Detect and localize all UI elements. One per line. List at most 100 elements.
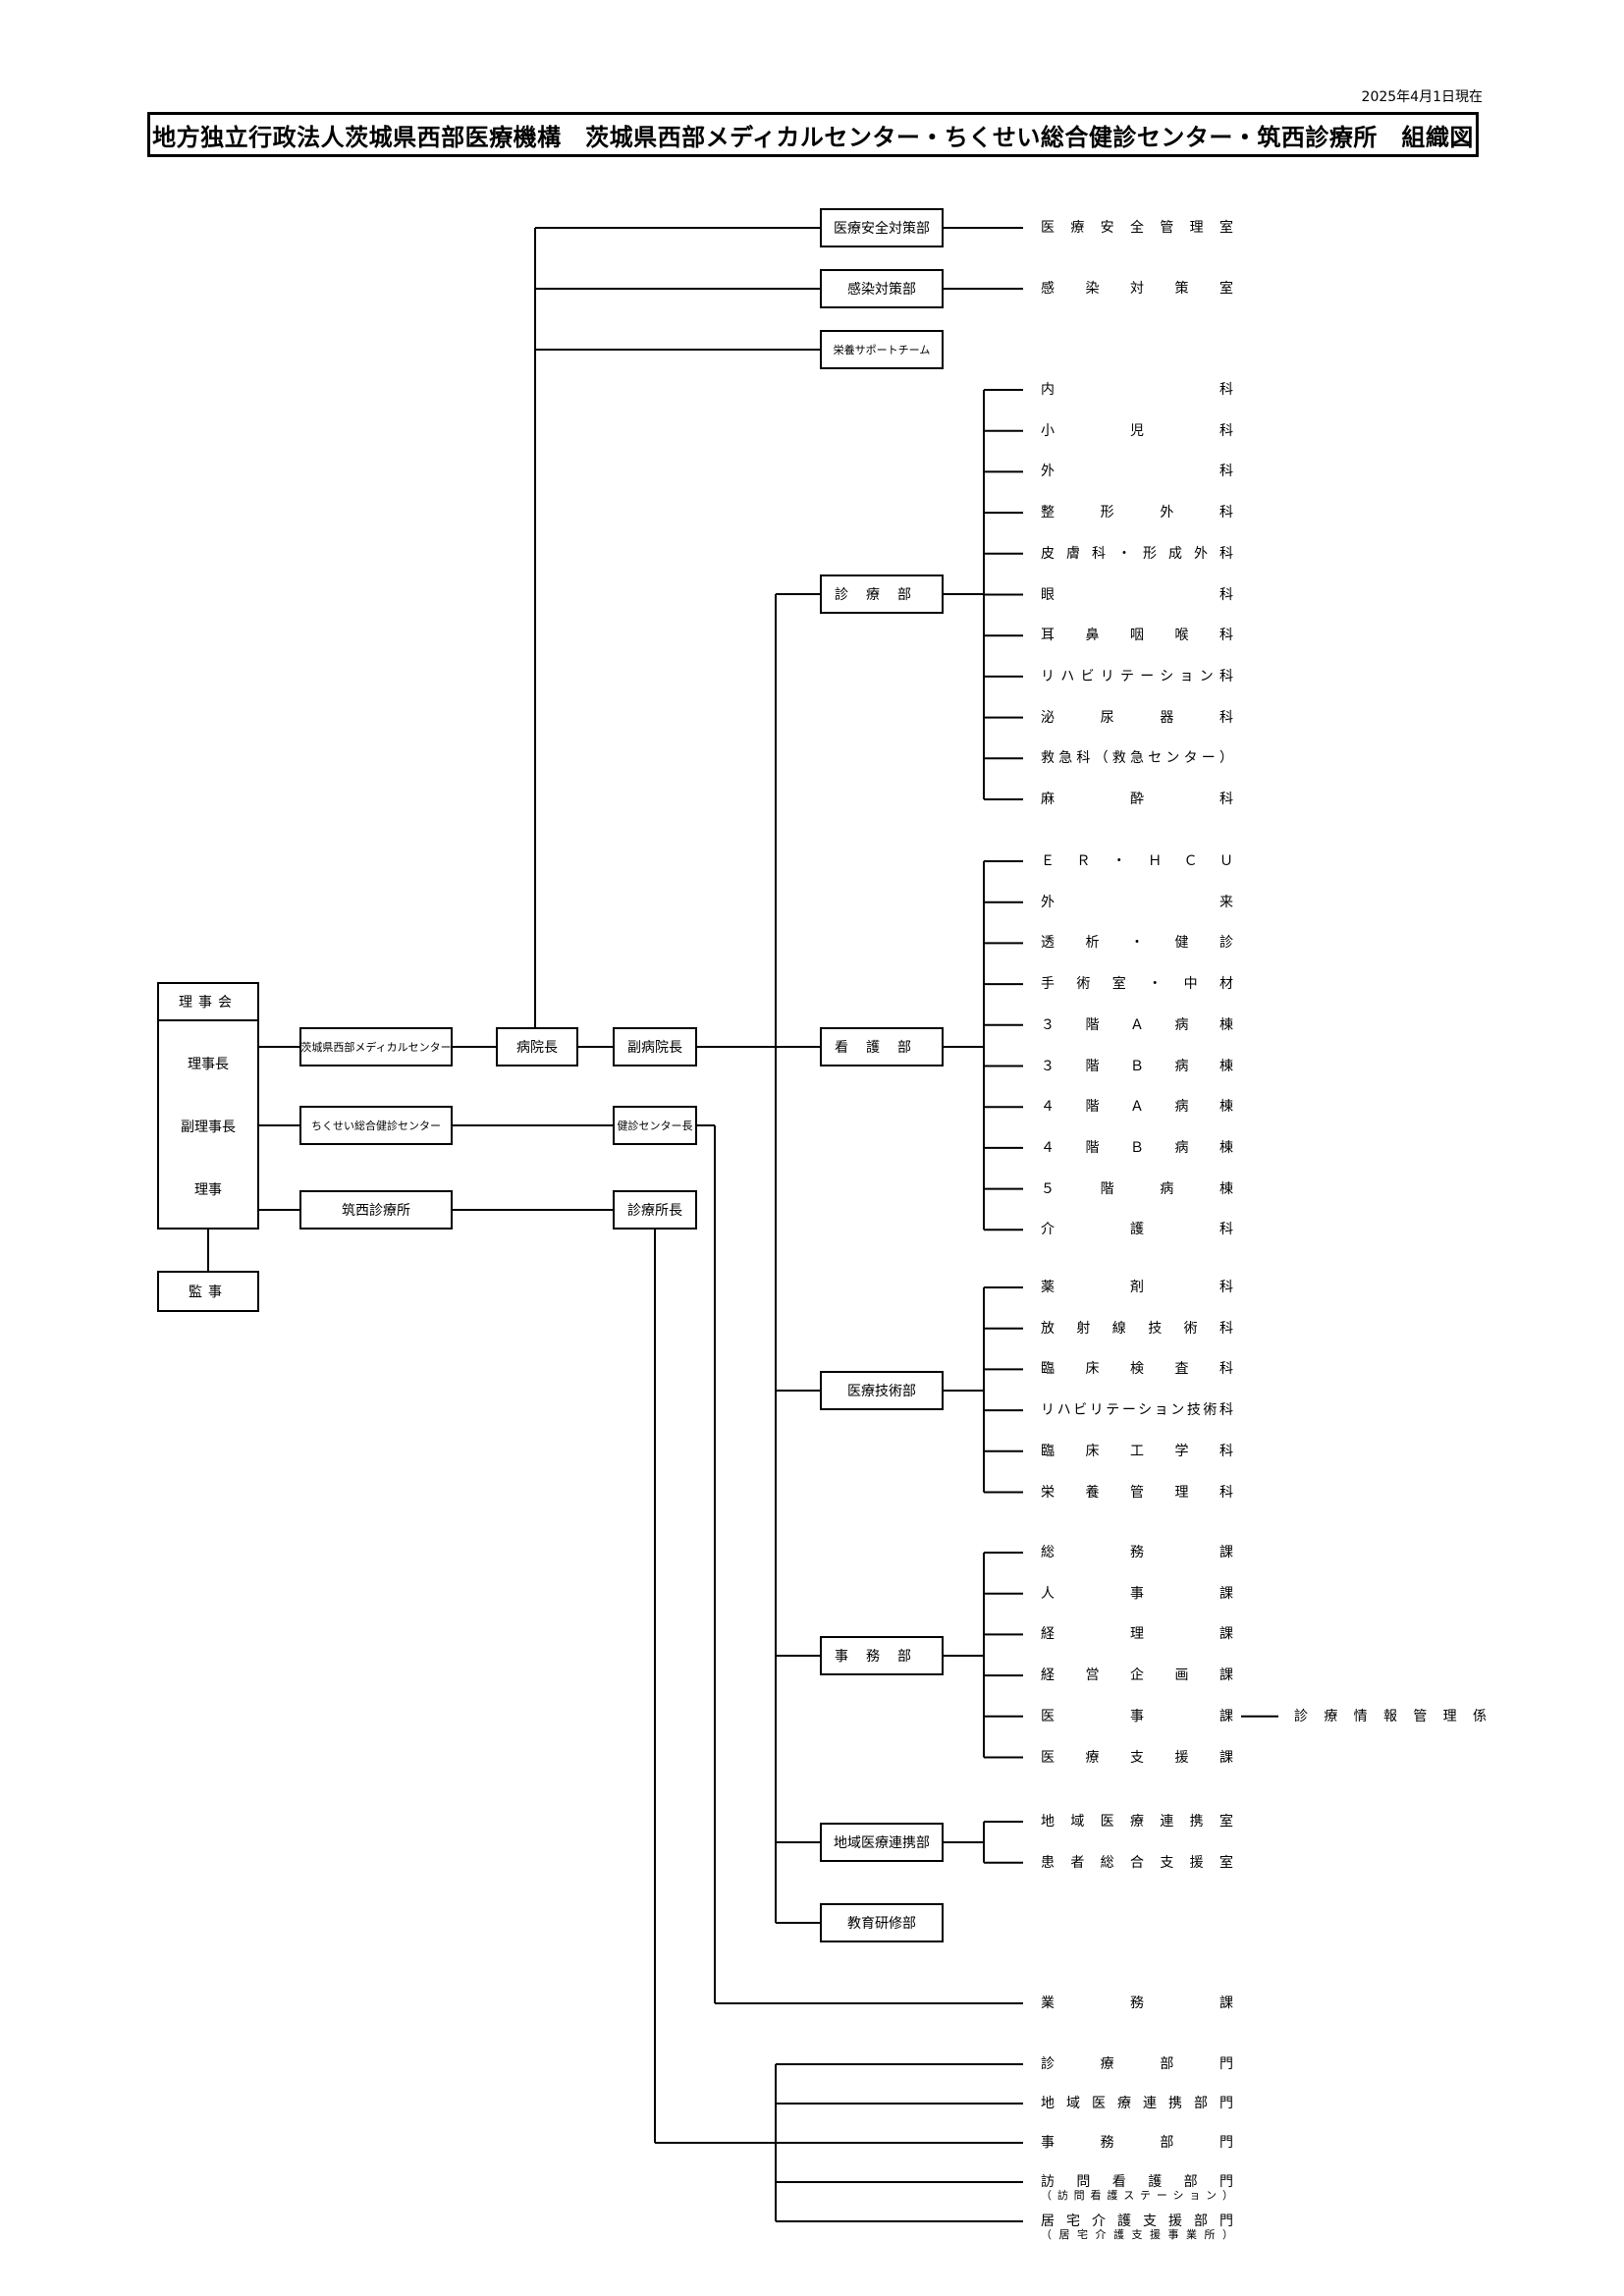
health-center-head-box: 健診センター長 <box>613 1106 697 1145</box>
department-1-child-3: 外科 <box>1041 463 1233 480</box>
clinic-unit-2: 地域医療連携部門 <box>1041 2095 1233 2112</box>
board-member-1: 理事長 <box>188 1057 229 1072</box>
facility-clinic: 筑西診療所 <box>299 1190 453 1230</box>
department-1-child-5-label: 皮膚科・形成外科 <box>1041 545 1233 562</box>
clinic-unit-5-label: 居宅介護支援部門 <box>1041 2214 1233 2229</box>
department-2-child-8: ４階Ｂ病棟 <box>1041 1139 1233 1157</box>
department-2-child-1: ＥＲ・ＨＣＵ <box>1041 852 1233 870</box>
department-1-child-9: 泌尿器科 <box>1041 709 1233 727</box>
department-1-child-11: 麻酔科 <box>1041 791 1233 808</box>
department-1-child-7-label: 耳鼻咽喉科 <box>1041 628 1233 644</box>
department-2-child-6: ３階Ｂ病棟 <box>1041 1058 1233 1075</box>
department-2-child-6-label: ３階Ｂ病棟 <box>1041 1058 1233 1074</box>
vice-director-box: 副病院長 <box>613 1027 697 1066</box>
top-unit-1-child-label: 医療安全管理室 <box>1041 220 1233 236</box>
department-2-child-3-label: 透析・健診 <box>1041 935 1233 952</box>
department-2-child-10: 介護科 <box>1041 1221 1233 1238</box>
department-1-child-11-label: 麻酔科 <box>1041 792 1233 807</box>
sub-unit-medical-records-label: 診療情報管理係 <box>1294 1708 1487 1724</box>
health-center-unit: 業務課 <box>1041 1995 1233 2012</box>
department-4-child-3-label: 経理課 <box>1041 1626 1233 1643</box>
department-4: 事務部 <box>820 1636 944 1675</box>
department-1-child-2: 小児科 <box>1041 422 1233 440</box>
top-unit-3: 栄養サポートチーム <box>820 330 944 369</box>
clinic-unit-4-label: 訪問看護部門 <box>1041 2174 1233 2190</box>
board-member-3: 理事 <box>194 1182 222 1198</box>
department-1-child-10-label: 救急科（救急センター） <box>1041 750 1233 767</box>
department-2: 看護部 <box>820 1027 944 1066</box>
department-2-child-7-label: ４階Ａ病棟 <box>1041 1099 1233 1116</box>
department-1-child-4-label: 整形外科 <box>1041 505 1233 521</box>
department-2-child-1-label: ＥＲ・ＨＣＵ <box>1041 853 1233 869</box>
clinic-unit-2-label: 地域医療連携部門 <box>1041 2096 1233 2111</box>
department-1-child-6-label: 眼科 <box>1041 586 1233 603</box>
department-3: 医療技術部 <box>820 1371 944 1410</box>
department-3-child-1-label: 薬剤科 <box>1041 1280 1233 1295</box>
clinic-unit-5: 居宅介護支援部門（居宅介護支援事業所） <box>1041 2213 1233 2241</box>
department-2-child-5-label: ３階Ａ病棟 <box>1041 1016 1233 1033</box>
department-3-child-3-label: 臨床検査科 <box>1041 1361 1233 1378</box>
department-4-child-4: 経営企画課 <box>1041 1667 1233 1684</box>
clinic-unit-3-label: 事務部門 <box>1041 2135 1233 2151</box>
department-2-child-4-label: 手術室・中材 <box>1041 976 1233 993</box>
department-1-child-1-label: 内科 <box>1041 382 1233 398</box>
department-2-child-2-label: 外来 <box>1041 894 1233 910</box>
department-3-child-2-label: 放射線技術科 <box>1041 1320 1233 1337</box>
department-3-child-5-label: 臨床工学科 <box>1041 1443 1233 1459</box>
department-2-child-9-label: ５階病棟 <box>1041 1180 1233 1197</box>
director-box: 病院長 <box>496 1027 578 1066</box>
department-4-child-5-label: 医事課 <box>1041 1708 1233 1724</box>
board-members-box <box>157 1019 259 1230</box>
department-3-child-6: 栄養管理科 <box>1041 1484 1233 1502</box>
department-1-child-3-label: 外科 <box>1041 464 1233 480</box>
top-unit-2-child: 感染対策室 <box>1041 280 1233 298</box>
department-4-child-2-label: 人事課 <box>1041 1585 1233 1602</box>
department-1-child-10: 救急科（救急センター） <box>1041 749 1233 767</box>
top-unit-1-child: 医療安全管理室 <box>1041 219 1233 237</box>
department-4-child-3: 経理課 <box>1041 1625 1233 1643</box>
department-5-child-1: 地域医療連携室 <box>1041 1813 1233 1831</box>
department-2-child-9: ５階病棟 <box>1041 1180 1233 1198</box>
department-3-child-4-label: リハビリテーション技術科 <box>1041 1402 1233 1419</box>
department-6: 教育研修部 <box>820 1903 944 1942</box>
department-1: 診療部 <box>820 574 944 614</box>
department-1-child-8: リハビリテーション科 <box>1041 668 1233 685</box>
board-header: 理事会 <box>157 982 259 1021</box>
department-3-child-1: 薬剤科 <box>1041 1279 1233 1296</box>
clinic-unit-3: 事務部門 <box>1041 2134 1233 2152</box>
sub-unit-medical-records: 診療情報管理係 <box>1294 1708 1487 1725</box>
department-2-child-2: 外来 <box>1041 894 1233 911</box>
department-3-child-5: 臨床工学科 <box>1041 1443 1233 1460</box>
clinic-unit-4: 訪問看護部門（訪問看護ステーション） <box>1041 2173 1233 2202</box>
department-5-child-2: 患者総合支援室 <box>1041 1854 1233 1872</box>
auditor-box: 監事 <box>157 1271 259 1312</box>
department-4-child-6-label: 医療支援課 <box>1041 1749 1233 1766</box>
department-2-child-10-label: 介護科 <box>1041 1222 1233 1238</box>
department-1-child-9-label: 泌尿器科 <box>1041 709 1233 726</box>
department-4-child-6: 医療支援課 <box>1041 1749 1233 1767</box>
clinic-unit-5-sublabel: （居宅介護支援事業所） <box>1041 2228 1233 2241</box>
chart-title: 地方独立行政法人茨城県西部医療機構 茨城県西部メディカルセンター・ちくせい総合健… <box>147 112 1479 157</box>
department-1-child-7: 耳鼻咽喉科 <box>1041 627 1233 644</box>
department-2-child-4: 手術室・中材 <box>1041 975 1233 993</box>
clinic-unit-1: 診療部門 <box>1041 2055 1233 2073</box>
department-4-child-4-label: 経営企画課 <box>1041 1667 1233 1684</box>
department-1-child-4: 整形外科 <box>1041 504 1233 521</box>
department-5: 地域医療連携部 <box>820 1823 944 1862</box>
department-5-child-1-label: 地域医療連携室 <box>1041 1814 1233 1830</box>
health-center-unit-label: 業務課 <box>1041 1995 1233 2011</box>
department-1-child-5: 皮膚科・形成外科 <box>1041 545 1233 563</box>
department-2-child-5: ３階Ａ病棟 <box>1041 1016 1233 1034</box>
top-unit-2-child-label: 感染対策室 <box>1041 281 1233 297</box>
facility-health-center: ちくせい総合健診センター <box>299 1106 453 1145</box>
department-3-child-6-label: 栄養管理科 <box>1041 1484 1233 1501</box>
date-label: 2025年4月1日現在 <box>1361 89 1483 105</box>
department-1-child-2-label: 小児科 <box>1041 422 1233 439</box>
department-3-child-4: リハビリテーション技術科 <box>1041 1401 1233 1419</box>
top-unit-2: 感染対策部 <box>820 269 944 308</box>
department-3-child-3: 臨床検査科 <box>1041 1360 1233 1378</box>
department-1-child-6: 眼科 <box>1041 586 1233 604</box>
department-1-child-1: 内科 <box>1041 381 1233 399</box>
department-2-child-8-label: ４階Ｂ病棟 <box>1041 1139 1233 1156</box>
